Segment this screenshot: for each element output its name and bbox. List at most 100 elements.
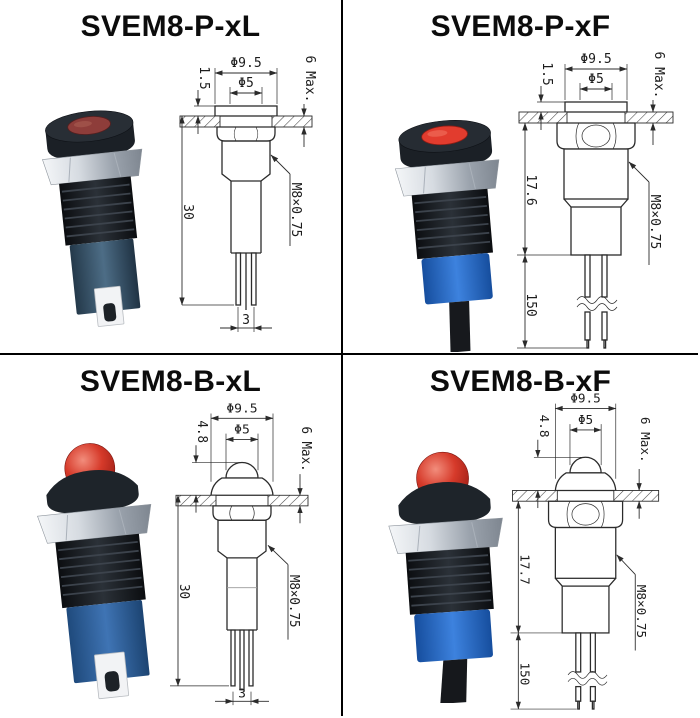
hex-nut-outline bbox=[216, 126, 276, 142]
blue-band bbox=[421, 253, 493, 305]
product-title: SVEM8-B-xF bbox=[429, 365, 612, 398]
lens-highlight bbox=[427, 130, 448, 137]
wire-leads bbox=[576, 254, 618, 349]
dimension-drawing-p-xl: Φ9.5 Φ5 30 1.5 bbox=[179, 56, 317, 332]
thread-ribs bbox=[61, 183, 135, 238]
thread-body-outline bbox=[217, 519, 267, 559]
wire-break-symbol bbox=[576, 296, 618, 311]
dim-dome-height: 4.8 bbox=[537, 415, 552, 438]
panel-hatch-left bbox=[512, 490, 558, 502]
thread-ribs bbox=[58, 540, 143, 596]
dome-lens-outline bbox=[225, 461, 259, 479]
product-photo-p-xf bbox=[394, 120, 500, 352]
thread-ribs bbox=[408, 554, 492, 607]
connector-slot bbox=[104, 671, 120, 692]
wire bbox=[449, 300, 471, 352]
lead-pin-left bbox=[230, 629, 236, 687]
hex-nut bbox=[388, 517, 503, 554]
nut-facets bbox=[68, 152, 122, 182]
dim-thread-spec: M8×0.75 bbox=[634, 585, 649, 638]
hex-nut-outline bbox=[556, 122, 636, 150]
dim-lens-dia: Φ5 bbox=[238, 76, 254, 91]
flange-cap bbox=[564, 101, 628, 113]
nut-face-chamfer bbox=[581, 124, 611, 148]
tube-outline bbox=[226, 557, 258, 631]
bezel-outline bbox=[554, 472, 617, 492]
dim-body-length: 17.7 bbox=[517, 554, 532, 585]
thread-ribs bbox=[414, 196, 491, 249]
dimension-drawing-b-xf: Φ9.5 Φ5 bbox=[510, 391, 660, 710]
tube-outline bbox=[230, 181, 262, 254]
dim-lens-dia: Φ5 bbox=[234, 423, 250, 438]
quadrant-svem8-b-xf: SVEM8-B-xF bbox=[343, 355, 698, 716]
product-photo-b-xl bbox=[37, 443, 152, 700]
dim-flange-dia: Φ9.5 bbox=[570, 391, 600, 406]
dim-lens-dia: Φ5 bbox=[588, 72, 604, 87]
lens-highlight bbox=[73, 120, 92, 128]
hex-nut-outline bbox=[547, 500, 624, 529]
dim-panel-max: 6 Max. bbox=[638, 417, 653, 463]
dim-thread-spec: M8×0.75 bbox=[647, 195, 662, 250]
lead-pin-right bbox=[250, 252, 257, 306]
panel-hatch-right bbox=[271, 115, 313, 128]
product-photo-p-xl bbox=[42, 110, 143, 327]
sleeve-outline bbox=[570, 206, 622, 256]
plastic-body bbox=[69, 238, 141, 315]
panel-hatch-right bbox=[267, 494, 309, 507]
thread-body-outline bbox=[563, 148, 629, 200]
dim-wire-length: 150 bbox=[523, 293, 538, 316]
dim-flange-height: 1.5 bbox=[196, 66, 211, 89]
dim-thread-spec: M8×0.75 bbox=[288, 183, 303, 238]
product-title: SVEM8-B-xL bbox=[79, 365, 262, 398]
dim-flange-dia: Φ9.5 bbox=[230, 56, 261, 71]
dim-flange-height: 1.5 bbox=[539, 62, 554, 85]
quadrant-svem8-p-xf: SVEM8-P-xF bbox=[343, 0, 698, 355]
dim-body-length: 30 bbox=[180, 204, 195, 220]
dim-thread-spec: M8×0.75 bbox=[286, 575, 301, 628]
lead-pin-center bbox=[239, 629, 245, 691]
dim-panel-max: 6 Max. bbox=[651, 52, 666, 99]
dim-pin-pitch: 3 bbox=[242, 313, 250, 328]
nut-facets bbox=[417, 522, 478, 552]
wire bbox=[440, 658, 468, 703]
bezel-outline bbox=[210, 477, 274, 496]
dim-lens-dia: Φ5 bbox=[578, 412, 593, 427]
panel-hatch-right bbox=[624, 111, 674, 124]
hex-nut bbox=[37, 503, 152, 544]
threaded-barrel bbox=[55, 533, 146, 609]
nut-face-chamfer bbox=[571, 503, 600, 526]
product-title: SVEM8-P-xL bbox=[80, 10, 261, 43]
thread-body-outline bbox=[221, 140, 271, 182]
panel-hatch-left bbox=[518, 111, 568, 124]
dimension-drawing-p-xf: Φ9.5 Φ5 bbox=[517, 52, 674, 349]
wire-leads bbox=[567, 632, 608, 710]
led-lens-flat bbox=[421, 125, 468, 146]
dim-panel-max: 6 Max. bbox=[302, 56, 317, 103]
flange-cap bbox=[214, 105, 278, 117]
sleeve-outline bbox=[561, 585, 610, 634]
hex-nut bbox=[42, 148, 143, 186]
hex-nut bbox=[394, 159, 500, 197]
plastic-body bbox=[66, 599, 150, 684]
hex-nut-outline bbox=[212, 505, 272, 521]
dim-pin-pitch: 3 bbox=[238, 687, 246, 702]
blue-band bbox=[414, 609, 493, 663]
quadrant-svem8-p-xl: SVEM8-P-xL bbox=[0, 0, 343, 355]
dim-flange-dia: Φ9.5 bbox=[226, 402, 257, 417]
dome-lens-outline bbox=[569, 456, 602, 474]
dimension-drawing-b-xl: Φ9.5 Φ5 4.8 30 bbox=[170, 402, 313, 706]
dim-flange-dia: Φ9.5 bbox=[580, 52, 611, 67]
quadrant-svem8-b-xl: SVEM8-B-xL bbox=[0, 355, 343, 716]
nut-facets bbox=[423, 163, 476, 194]
bezel-cone bbox=[46, 469, 139, 514]
dim-panel-max: 6 Max. bbox=[298, 426, 313, 471]
lead-pin-right bbox=[248, 629, 254, 687]
panel-hatch-left bbox=[179, 115, 221, 128]
bezel-cone bbox=[398, 481, 491, 525]
dim-wire-length: 150 bbox=[517, 662, 532, 685]
product-photo-b-xf bbox=[388, 451, 503, 703]
connector-slot bbox=[103, 303, 117, 322]
thread-body-outline bbox=[554, 526, 617, 579]
dim-body-length: 17.6 bbox=[523, 174, 538, 205]
